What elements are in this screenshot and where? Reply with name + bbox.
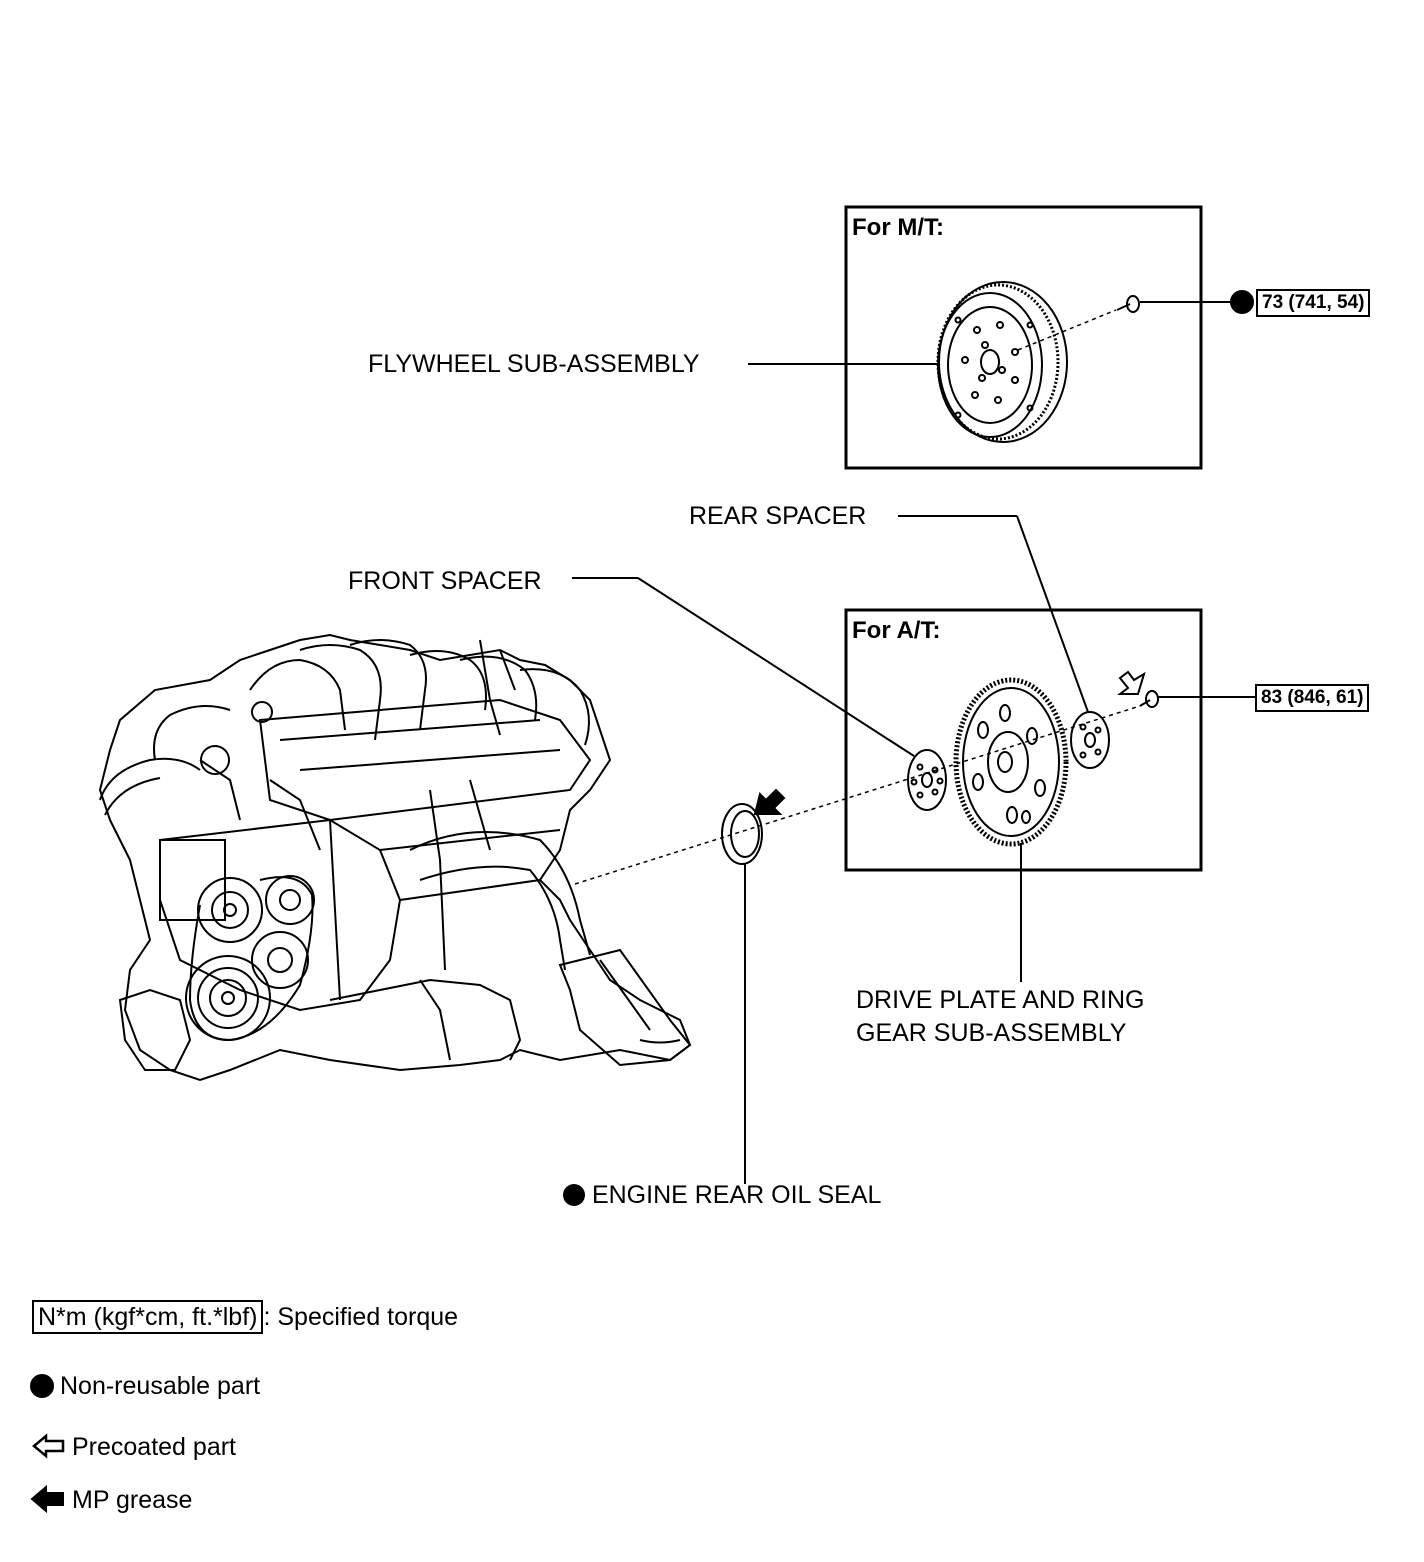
legend-torque-desc: : Specified torque xyxy=(263,1303,459,1331)
legend-mp-grease: MP grease xyxy=(72,1486,193,1514)
drive-plate-drawing xyxy=(953,677,1069,847)
flywheel-label: FLYWHEEL SUB-ASSEMBLY xyxy=(368,350,700,378)
mt-torque-spec: 73 (741, 54) xyxy=(1256,289,1371,317)
mt-bolt xyxy=(1116,295,1140,313)
legend-torque-box: N*m (kgf*cm, ft.*lbf) xyxy=(32,1300,264,1334)
rear-spacer-drawing xyxy=(1070,711,1110,769)
oil-seal-mp-grease-arrow-icon xyxy=(753,788,786,815)
legend-mp-grease-arrow-icon xyxy=(30,1484,64,1514)
engine-illustration xyxy=(98,633,692,1082)
mt-box-title: For M/T: xyxy=(852,214,944,241)
oil-seal-non-reusable-dot-icon xyxy=(563,1184,585,1206)
oil-seal-label: ENGINE REAR OIL SEAL xyxy=(563,1180,881,1210)
rear-spacer-label: REAR SPACER xyxy=(689,502,867,530)
at-bolt-precoated-arrow-icon xyxy=(1117,670,1146,695)
legend-non-reusable-dot-icon xyxy=(30,1374,54,1398)
front-spacer-drawing xyxy=(907,749,947,811)
at-bolt xyxy=(1139,690,1159,708)
at-box xyxy=(844,608,1203,872)
flywheel-drawing xyxy=(936,281,1068,443)
at-box-title: For A/T: xyxy=(852,617,941,644)
mt-torque-non-reusable-dot-icon xyxy=(1230,290,1254,314)
at-torque-spec: 83 (846, 61) xyxy=(1255,684,1370,712)
oil-seal-drawing xyxy=(721,803,763,865)
mt-box xyxy=(844,205,1203,470)
legend-precoated-arrow-icon xyxy=(32,1433,65,1459)
drive-plate-label-line1: DRIVE PLATE AND RING xyxy=(856,986,1145,1014)
legend-non-reusable: Non-reusable part xyxy=(60,1372,261,1400)
legend-torque: N*m (kgf*cm, ft.*lbf): Specified torque xyxy=(32,1300,458,1334)
front-spacer-label: FRONT SPACER xyxy=(348,567,542,595)
drive-plate-label-line2: GEAR SUB-ASSEMBLY xyxy=(856,1019,1127,1047)
oil-seal-label-text: ENGINE REAR OIL SEAL xyxy=(591,1181,882,1209)
legend-precoated: Precoated part xyxy=(72,1433,236,1461)
